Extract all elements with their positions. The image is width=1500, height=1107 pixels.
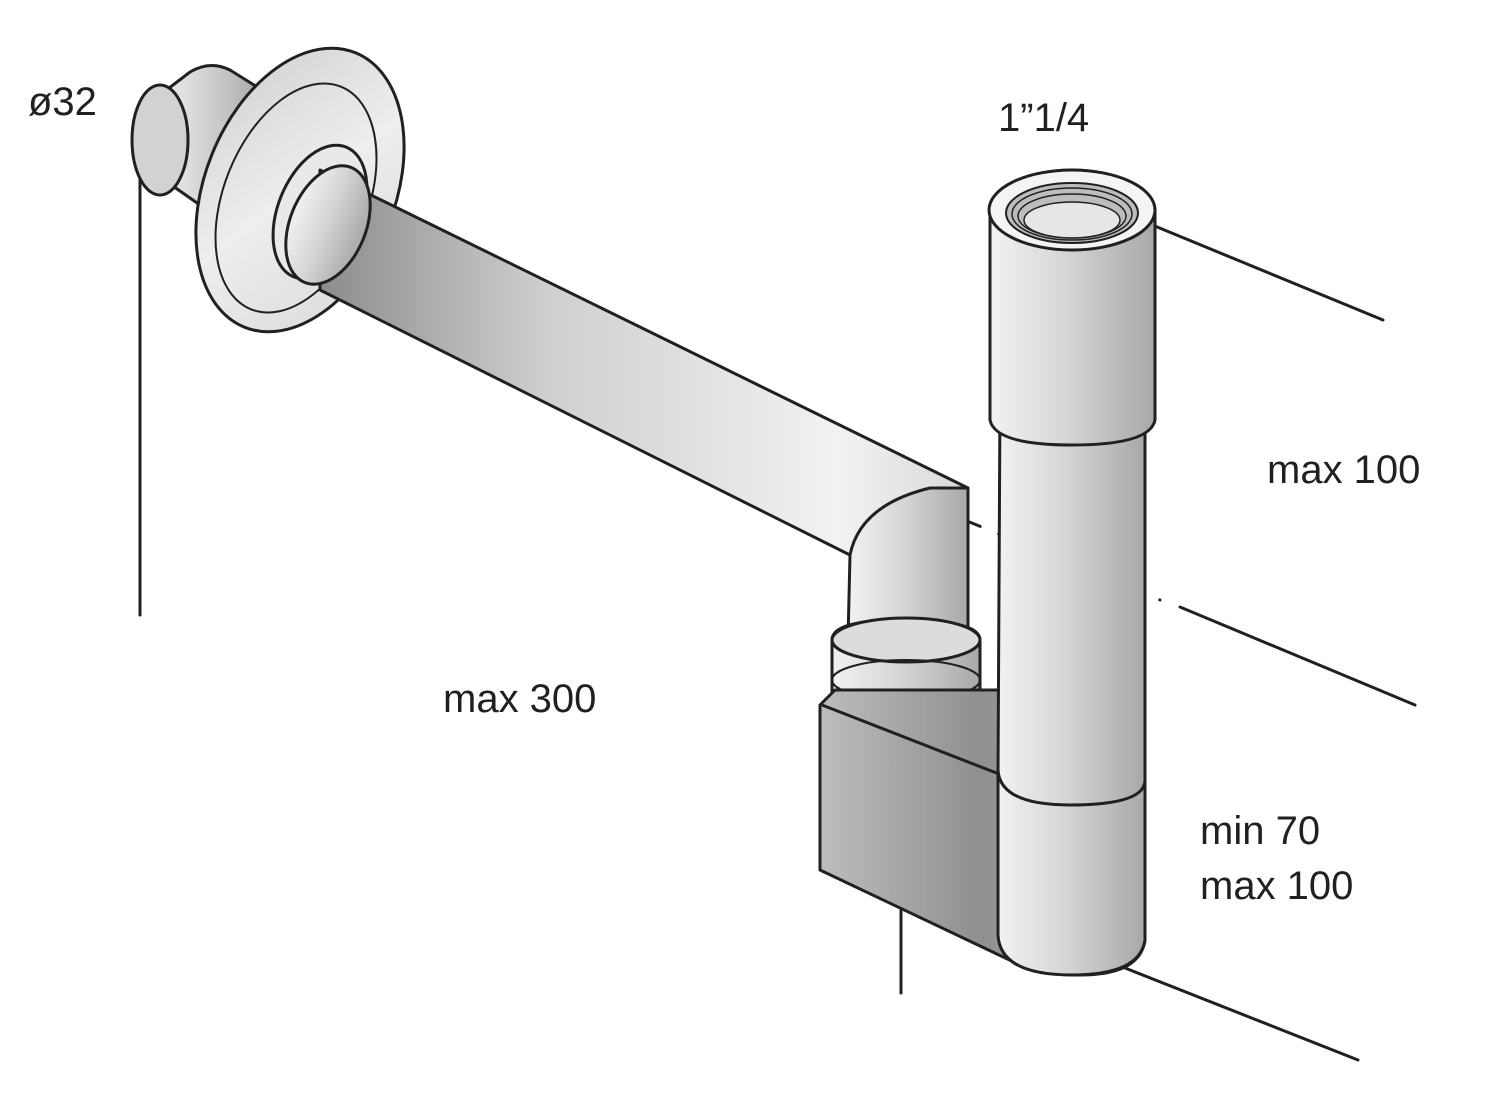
height-label: max 100 [1267, 448, 1421, 492]
elbow-down [846, 486, 970, 642]
trap-depth-max-label: max 100 [1200, 864, 1354, 908]
inlet-thread-label: 1”1/4 [998, 96, 1090, 140]
dim-line-top-right [1143, 220, 1385, 322]
threaded-sleeve [988, 208, 1157, 447]
dim-line-bottom-right [1123, 966, 1360, 1062]
dim-line-center-right [1178, 605, 1417, 707]
wall-distance-label: max 300 [443, 677, 597, 721]
trap-depth-min-label: min 70 [1200, 809, 1321, 853]
outlet-diameter-label: ø32 [28, 80, 97, 124]
vertical-tube [996, 398, 1147, 977]
